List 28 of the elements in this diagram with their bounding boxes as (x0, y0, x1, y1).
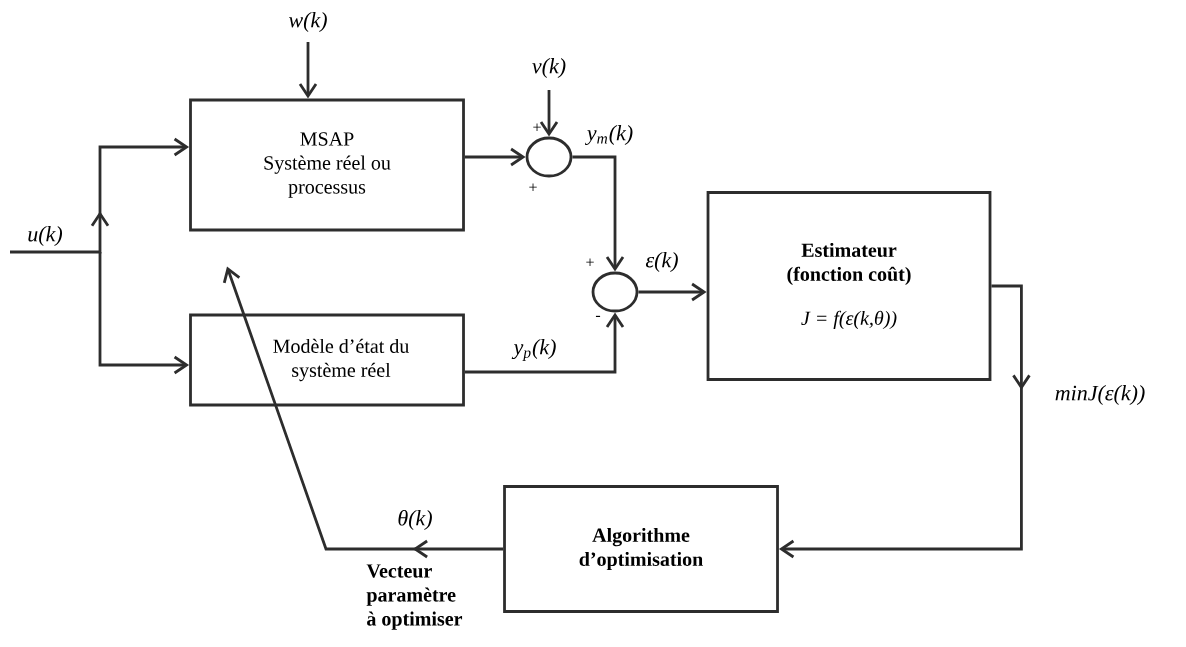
arrow (298, 42, 318, 99)
edge-label: ε(k) (643, 250, 681, 274)
arrow (464, 147, 526, 167)
minus-sign: - (595, 315, 601, 317)
plus-sign: + (533, 123, 541, 131)
model-box: Modèle d’état du système réel (189, 313, 465, 407)
arrow (98, 252, 190, 375)
edge-label: u(k) (25, 224, 65, 248)
edge-label: w(k) (286, 10, 330, 34)
plus-sign: + (586, 258, 594, 266)
edge-label: y$_{p}$(k) (511, 337, 559, 363)
estimator-box: Estimateur (fonction coût) J = f(ε(k,θ)) (706, 191, 992, 381)
summing-junction (591, 271, 639, 313)
arrow (464, 312, 625, 374)
algorithm-box: Algorithme d’optimisation (503, 485, 779, 613)
annotation-text: Vecteur paramètre à optimiser (366, 564, 463, 630)
arrow (778, 284, 1031, 559)
arrow (222, 266, 504, 559)
edge-label: minJ(ε(k)) (1052, 383, 1148, 407)
arrow (10, 137, 190, 254)
arrow (572, 155, 625, 272)
arrow (638, 282, 707, 302)
edge-label: y$_{m}$(k) (584, 123, 636, 147)
summing-junction (525, 136, 573, 178)
edge-label: θ(k) (395, 507, 435, 533)
edge-label: v(k) (529, 56, 569, 80)
process-box: MSAP Système réel ou processus (189, 98, 465, 232)
arrow (539, 90, 559, 137)
